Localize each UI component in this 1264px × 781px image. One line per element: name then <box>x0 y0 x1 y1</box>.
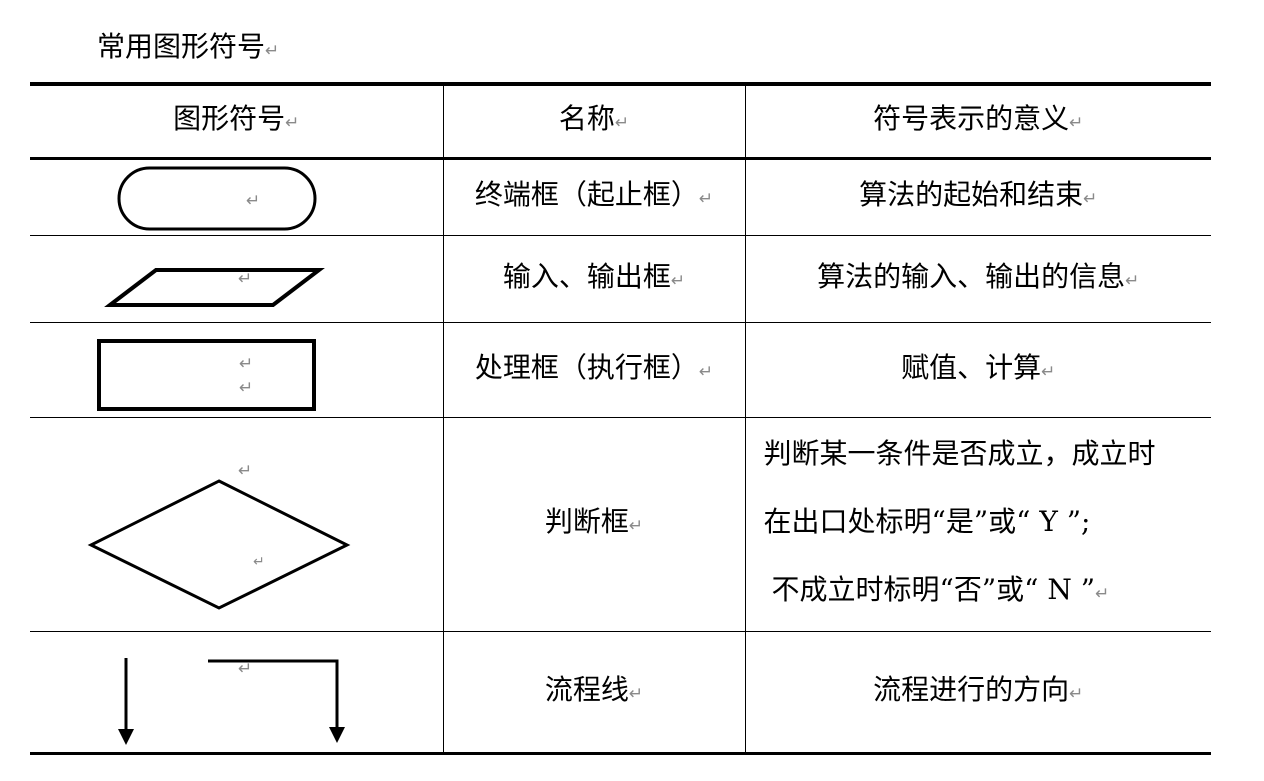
paragraph-mark: ↵ <box>1069 113 1084 134</box>
meaning-line: 不成立时标明“否”或“ N ”↵ <box>771 573 1110 606</box>
name-cell: 判断框↵ <box>442 416 746 632</box>
paragraph-mark: ↵ <box>698 361 714 382</box>
paragraph-mark: ↵ <box>614 113 630 134</box>
paragraph-mark: ↵ <box>1083 189 1098 209</box>
symbol-cell: ↵ <box>30 157 444 236</box>
parallelogram-icon: ↵ <box>104 267 325 307</box>
name-cell: 流程线↵ <box>442 630 746 755</box>
paragraph-mark: ↵ <box>1069 683 1084 704</box>
table-row: ↵ ↵ 判断框↵ 判断某一条件是否成立，成立时 在出口处标明“是”或“ Y ”;… <box>30 416 1211 632</box>
paragraph-mark: ↵ <box>1041 361 1056 382</box>
meaning-cell: 流程进行的方向↵ <box>744 630 1211 755</box>
paragraph-mark: ↵ <box>670 270 686 291</box>
page-title: 常用图形符号↵ <box>97 30 280 63</box>
diamond-icon: ↵ ↵ <box>87 461 351 610</box>
paragraph-mark: ↵ <box>238 461 252 481</box>
paragraph-mark: ↵ <box>239 354 253 374</box>
paragraph-mark: ↵ <box>285 113 300 134</box>
name-cell: 输入、输出框↵ <box>442 234 746 323</box>
terminal-rounded-rect-icon: ↵ <box>117 166 317 230</box>
paragraph-mark: ↵ <box>1095 584 1110 604</box>
table-row: ↵ 输入、输出框↵ 算法的输入、输出的信息↵ <box>30 234 1211 323</box>
rectangle-icon: ↵ ↵ <box>97 338 316 411</box>
paragraph-mark: ↵ <box>628 683 644 704</box>
paragraph-mark: ↵ <box>1125 270 1140 291</box>
paragraph-mark: ↵ <box>238 659 252 679</box>
meaning-cell: 算法的起始和结束↵ <box>744 157 1211 236</box>
table-header-row: 图形符号↵ 名称↵ 符号表示的意义↵ <box>30 82 1211 160</box>
flowchart-symbol-table: 图形符号↵ 名称↵ 符号表示的意义↵ ↵ 终端框（起止框）↵ 算法的起始和结束↵… <box>30 82 1211 755</box>
paragraph-mark: ↵ <box>253 554 265 570</box>
paragraph-mark: ↵ <box>628 516 644 536</box>
table-row: ↵ 终端框（起止框）↵ 算法的起始和结束↵ <box>30 157 1211 236</box>
symbol-cell: ↵ ↵ <box>30 321 444 418</box>
meaning-line: 在出口处标明“是”或“ Y ”; <box>763 505 1091 538</box>
flow-arrow-icon: ↵ <box>118 657 345 745</box>
paragraph-mark: ↵ <box>698 189 714 209</box>
symbol-cell: ↵ ↵ <box>30 416 444 632</box>
paragraph-mark: ↵ <box>238 269 252 289</box>
paragraph-mark: ↵ <box>265 41 280 61</box>
name-cell: 处理框（执行框）↵ <box>442 321 746 418</box>
paragraph-mark: ↵ <box>246 191 260 211</box>
table-row: ↵ 流程线↵ 流程进行的方向↵ <box>30 630 1211 755</box>
meaning-cell: 算法的输入、输出的信息↵ <box>744 234 1211 323</box>
symbol-cell: ↵ <box>30 234 444 323</box>
header-symbol: 图形符号↵ <box>30 82 444 160</box>
table-row: ↵ ↵ 处理框（执行框）↵ 赋值、计算↵ <box>30 321 1211 418</box>
meaning-cell: 赋值、计算↵ <box>744 321 1211 418</box>
header-meaning: 符号表示的意义↵ <box>744 82 1211 160</box>
meaning-line: 判断某一条件是否成立，成立时 <box>763 437 1156 470</box>
symbol-cell: ↵ <box>30 630 444 755</box>
name-cell: 终端框（起止框）↵ <box>442 157 746 236</box>
header-name: 名称↵ <box>442 82 746 160</box>
paragraph-mark: ↵ <box>239 378 253 398</box>
meaning-cell: 判断某一条件是否成立，成立时 在出口处标明“是”或“ Y ”; 不成立时标明“否… <box>744 416 1211 632</box>
